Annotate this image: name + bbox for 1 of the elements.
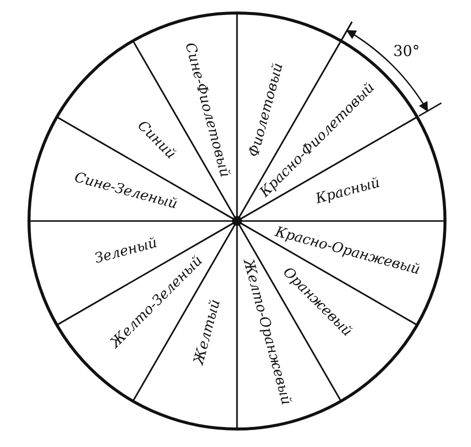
angle-label: 30° [393, 42, 420, 60]
